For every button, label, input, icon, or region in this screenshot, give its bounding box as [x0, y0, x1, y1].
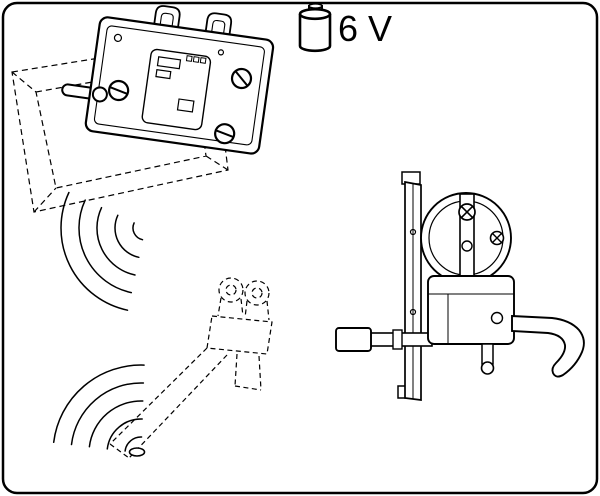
battery-icon: [298, 2, 332, 53]
screw-cross: [461, 206, 473, 218]
bracket-body: [206, 315, 273, 355]
plate-hole: [409, 228, 417, 236]
bracket-arm: [109, 347, 208, 445]
battery-terminal-top: [308, 2, 323, 10]
bracket-boss: [244, 280, 270, 306]
connector-block: [155, 68, 172, 80]
signal-arc: [106, 418, 143, 450]
battery-voltage-label: 6 V: [338, 8, 392, 49]
battery-top: [298, 7, 332, 21]
wall-frame-inner: [35, 63, 207, 189]
signal-arc: [114, 214, 140, 259]
signal-arc: [124, 436, 143, 452]
bracket-stem: [266, 300, 270, 321]
ir-sensor-eye: [128, 447, 146, 457]
bracket-column: [258, 355, 262, 391]
flush-lever-arm: [511, 315, 585, 378]
spring-clip-inner: [211, 19, 226, 35]
bracket-column-cap: [234, 385, 262, 391]
screw-cross: [492, 233, 502, 243]
bracket-arm: [128, 354, 228, 459]
battery-body: [298, 14, 332, 53]
signal-arc: [60, 191, 129, 311]
flush-plate-rear-view: [61, 5, 275, 155]
signal-arc: [132, 222, 144, 241]
dip-switch: [192, 56, 200, 63]
screw-slot: [216, 129, 234, 138]
connector-block: [176, 98, 195, 113]
outlet-pin-ball: [480, 361, 495, 375]
wall-frame-corner: [11, 71, 37, 93]
signal-arc: [70, 382, 145, 446]
rod-fastener: [461, 240, 473, 252]
dip-switch: [185, 55, 193, 62]
sensor-signal-waves-lower: [52, 364, 145, 452]
connector-plug: [335, 327, 372, 352]
mounting-bracket-dashed-outline: [109, 277, 273, 459]
signal-arc: [96, 206, 136, 276]
bracket-stem: [217, 297, 222, 317]
screw-slot: [110, 86, 128, 95]
rod-collar: [392, 329, 403, 350]
gear-box-hole: [490, 311, 504, 325]
outlet-pin: [481, 343, 494, 365]
spring-clip-inner: [159, 12, 174, 28]
dip-switch: [199, 57, 207, 64]
wall-frame-corner: [33, 187, 57, 213]
bracket-boss: [218, 277, 244, 303]
signal-arc: [52, 364, 145, 444]
screw-slot: [234, 70, 249, 87]
bracket-boss-hole: [251, 287, 263, 299]
connector-block: [156, 56, 182, 70]
bracket-stem: [240, 298, 244, 317]
signal-arc: [78, 199, 133, 294]
servo-actuator-assembly: [335, 171, 585, 401]
plate-hole: [217, 49, 225, 56]
bracket-stem: [244, 300, 248, 319]
wall-frame-corner: [205, 155, 229, 171]
gear-box: [427, 275, 515, 345]
mounting-pin-collar: [91, 86, 108, 103]
plate-hole: [113, 33, 123, 43]
bracket-arm-cap: [109, 443, 130, 459]
plate-hole: [409, 308, 417, 316]
signal-arc: [88, 400, 144, 448]
sensor-signal-waves-upper: [60, 191, 144, 311]
plate-inner-frame: [93, 25, 265, 146]
bracket-column: [234, 353, 238, 387]
bracket-boss-hole: [225, 284, 237, 296]
